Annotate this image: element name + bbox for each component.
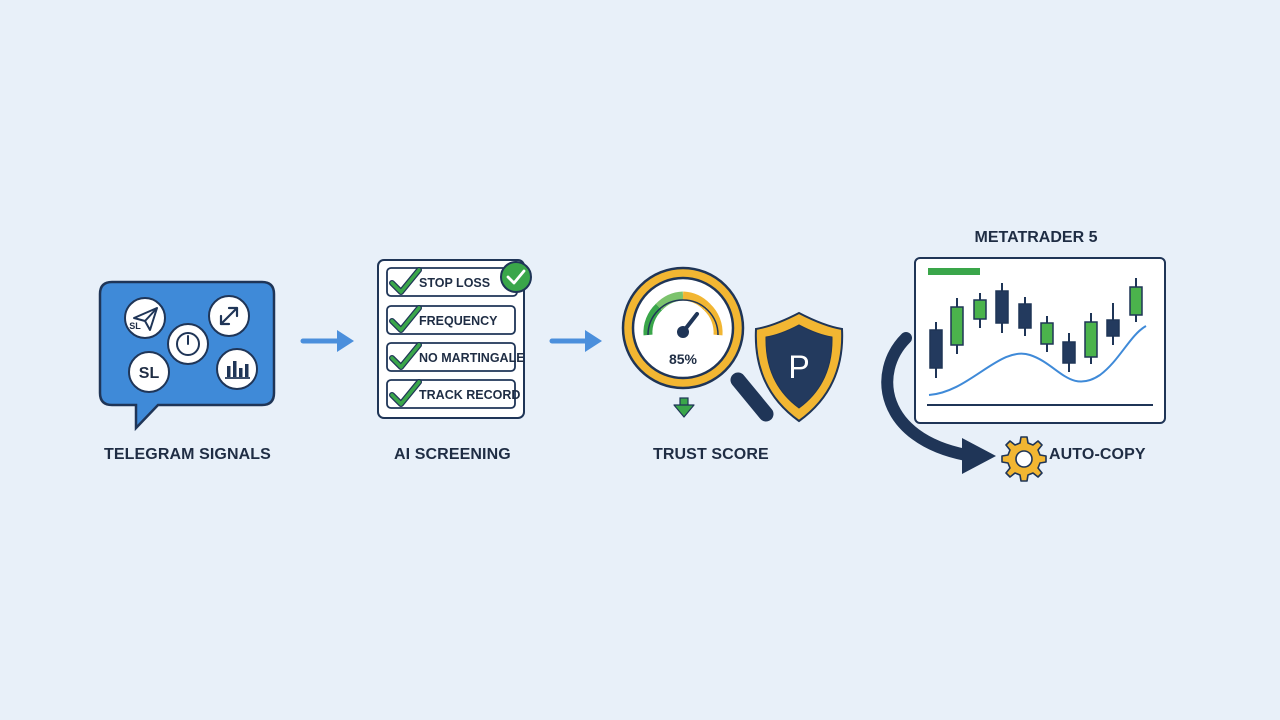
approved-check-icon (500, 261, 532, 293)
sl-large-label: SL (139, 365, 160, 382)
stage-label-ai-screening: AI SCREENING (394, 446, 511, 463)
bar-chart-icon (216, 348, 258, 390)
auto-copy-arrow-icon (881, 332, 996, 474)
flow-arrow-2 (549, 330, 602, 352)
shield-icon (754, 311, 844, 423)
checklist-panel (377, 259, 525, 419)
checklist-item-track-record: TRACK RECORD (419, 388, 520, 402)
expand-arrow-icon (208, 295, 250, 337)
sl-small-label: SL (129, 321, 141, 331)
checklist-item-stop-loss: STOP LOSS (419, 276, 490, 290)
down-arrow-icon (673, 397, 695, 418)
gear-icon (1001, 436, 1047, 482)
stage-label-auto-copy: AUTO-COPY (1049, 446, 1146, 463)
candlestick-series (929, 278, 1143, 378)
shield-letter: P (788, 349, 809, 385)
checklist-item-no-martingale: NO MARTINGALE (419, 351, 525, 365)
checklist-item-frequency: FREQUENCY (419, 314, 498, 328)
clock-icon (167, 323, 209, 365)
send-icon (124, 297, 166, 339)
metatrader-title: METATRADER 5 (975, 229, 1098, 246)
trust-score-value: 85% (669, 351, 698, 367)
trend-line (928, 325, 1147, 396)
stage-label-telegram-signals: TELEGRAM SIGNALS (104, 446, 271, 463)
stage-label-trust-score: TRUST SCORE (653, 446, 769, 463)
checkmark-icon (389, 267, 422, 407)
magnifier-icon (621, 266, 774, 422)
flow-arrow-1 (300, 330, 354, 352)
gauge-icon (643, 291, 723, 338)
sl-circle-icon (128, 351, 170, 393)
